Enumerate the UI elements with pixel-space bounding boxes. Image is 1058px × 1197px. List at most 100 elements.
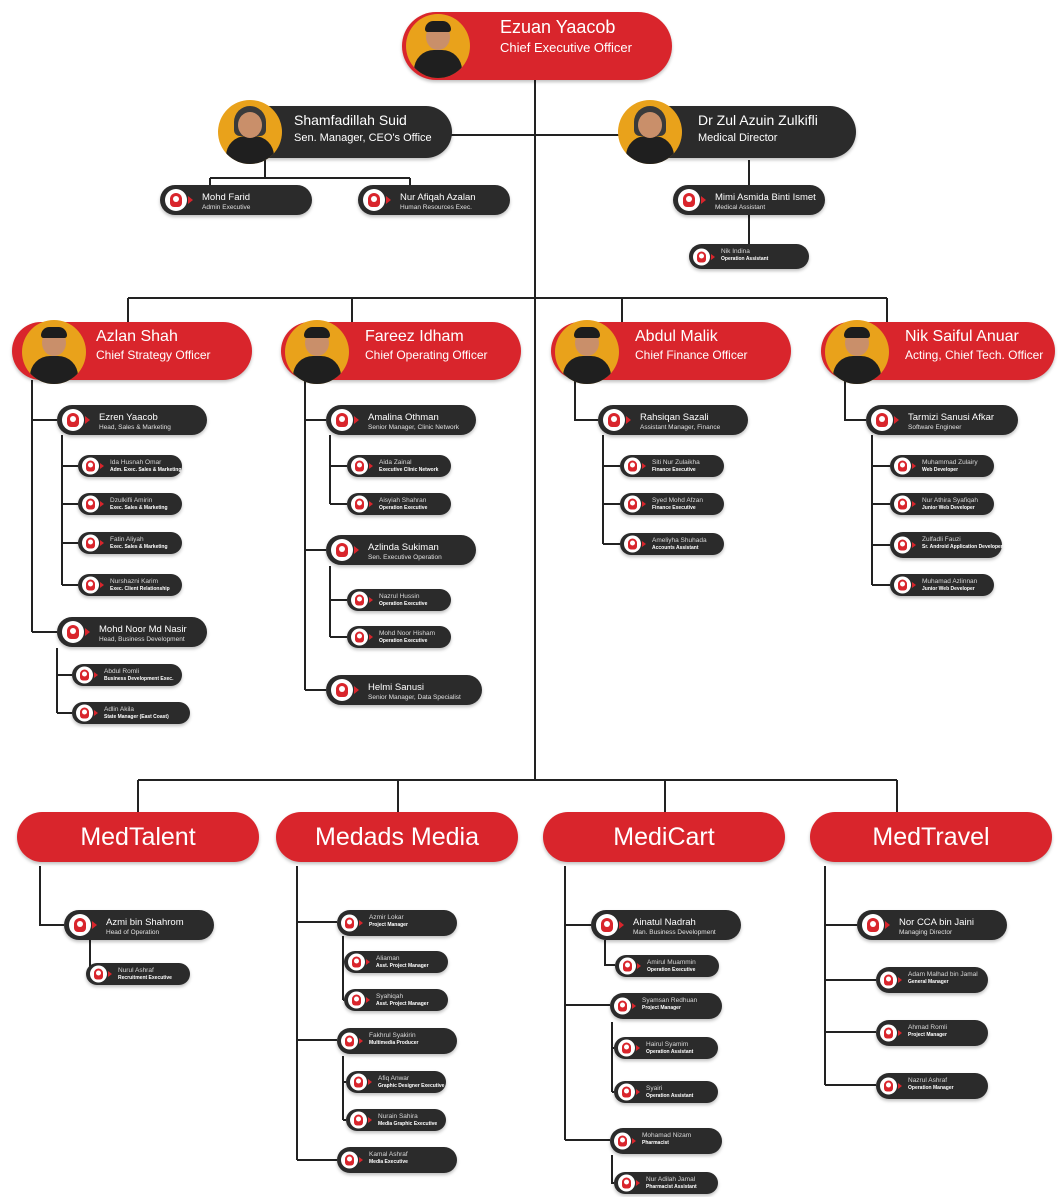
staff-name: Syahiqah: [376, 993, 404, 1000]
arrow-icon: [100, 582, 104, 588]
arrow-icon: [354, 546, 359, 554]
staff-name: Muhammad Zulairy: [922, 459, 978, 466]
staff-role: Human Resources Exec.: [400, 204, 472, 211]
staff-name: Syairi: [646, 1085, 663, 1092]
subsidiary-medads-media[interactable]: Medads Media: [276, 812, 518, 862]
medical-card-1[interactable]: Mimi Asmida Binti Ismet Medical Assistan…: [673, 185, 825, 215]
office-card-2[interactable]: Nur Afiqah Azalan Human Resources Exec.: [358, 185, 510, 215]
chief-card-finance[interactable]: Abdul Malik Chief Finance Officer: [551, 320, 791, 384]
ceo-card[interactable]: Ezuan Yaacob Chief Executive Officer: [402, 12, 672, 80]
arrow-icon: [94, 672, 98, 678]
staff-name: Nurain Sahira: [378, 1113, 418, 1120]
arrow-icon: [898, 1030, 902, 1036]
chief-card-strategy[interactable]: Azlan Shah Chief Strategy Officer: [12, 320, 252, 384]
person-icon: [82, 576, 99, 594]
medical-card-2[interactable]: Nik Indina Operation Assistant: [689, 244, 809, 269]
person-icon: [871, 409, 893, 431]
office-card-1[interactable]: Mohd Farid Admin Executive: [160, 185, 312, 215]
top-right-card[interactable]: Dr Zul Azuin Zulkifli Medical Director: [618, 100, 856, 164]
person-icon: [341, 1032, 358, 1050]
top-left-card[interactable]: Shamfadillah Suid Sen. Manager, CEO's Of…: [218, 100, 452, 164]
person-icon: [624, 535, 641, 553]
person-icon: [618, 1039, 635, 1057]
arrow-icon: [912, 582, 916, 588]
chief-card-operations[interactable]: Fareez Idham Chief Operating Officer: [281, 320, 521, 384]
subsidiary-medicart[interactable]: MediCart: [543, 812, 785, 862]
staff-role: Asst. Project Manager: [376, 963, 429, 969]
chief-name: Abdul Malik: [635, 328, 718, 345]
chief-name: Fareez Idham: [365, 328, 464, 345]
person-icon: [76, 704, 93, 722]
person-icon: [165, 189, 187, 211]
staff-role: Head, Business Development: [99, 636, 185, 643]
arrow-icon: [642, 501, 646, 507]
arrow-icon: [359, 920, 363, 926]
staff-name: Syamsan Redhuan: [642, 997, 698, 1004]
arrow-icon: [636, 1045, 640, 1051]
staff-name: Aliaman: [376, 955, 400, 962]
person-icon: [880, 1077, 897, 1095]
staff-name: Fatin Aliyah: [110, 536, 144, 543]
staff-name: Syed Mohd Afzan: [652, 497, 703, 504]
staff-role: Operation Executive: [647, 967, 696, 973]
shamfadillah-avatar: [218, 100, 282, 164]
subsidiary-medtalent[interactable]: MedTalent: [17, 812, 259, 862]
person-icon: [894, 495, 911, 513]
staff-role: Business Development Exec.: [104, 676, 174, 682]
staff-role: Media Executive: [369, 1159, 408, 1165]
arrow-icon: [188, 196, 193, 204]
subsidiary-medtravel[interactable]: MedTravel: [810, 812, 1052, 862]
staff-role: Project Manager: [642, 1005, 681, 1011]
staff-name: Nur Adilah Jamal: [646, 1176, 696, 1183]
chief-card-tech[interactable]: Nik Saiful Anuar Acting, Chief Tech. Off…: [821, 320, 1055, 384]
top-right-role: Medical Director: [698, 132, 778, 144]
staff-role: Sen. Executive Operation: [368, 554, 442, 561]
person-icon: [624, 457, 641, 475]
staff-role: Operation Manager: [908, 1085, 954, 1091]
